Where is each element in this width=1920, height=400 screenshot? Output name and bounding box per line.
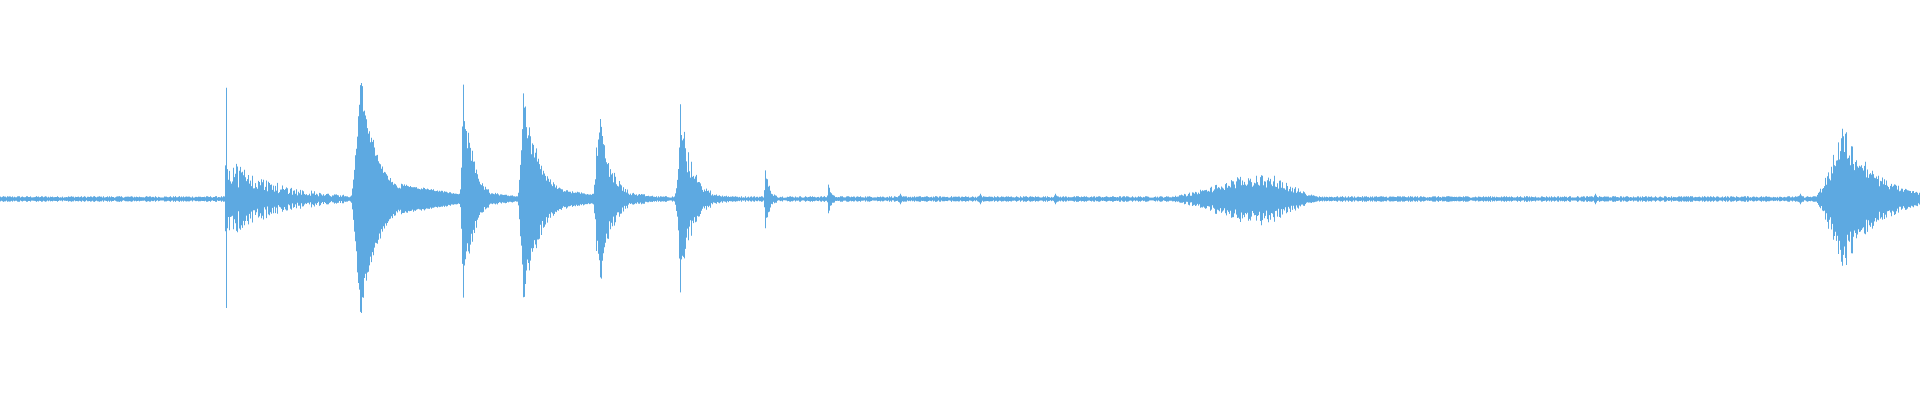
waveform-samples — [0, 83, 1920, 313]
